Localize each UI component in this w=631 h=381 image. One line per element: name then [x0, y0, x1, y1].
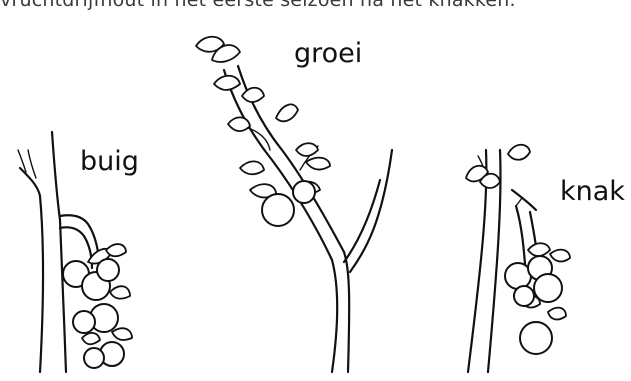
label-buig: buig	[80, 146, 139, 177]
label-knak: knak	[560, 176, 625, 207]
groei-branch-drawing	[196, 37, 392, 372]
knak-branch-drawing	[466, 145, 570, 372]
label-groei: groei	[294, 38, 362, 69]
